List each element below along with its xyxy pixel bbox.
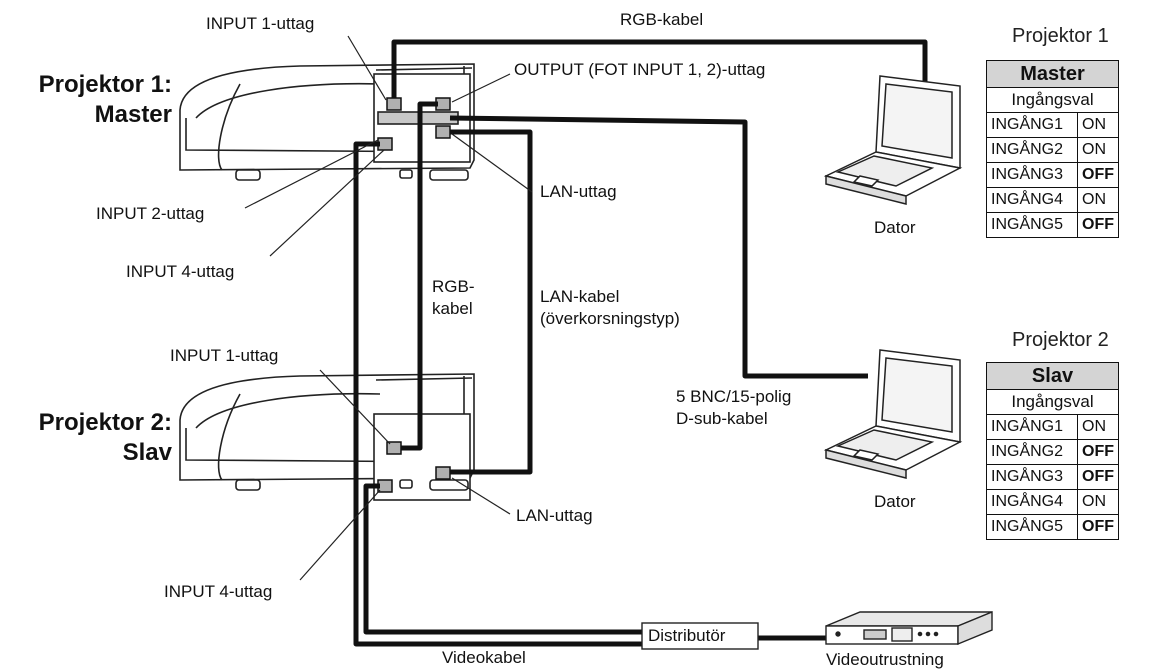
table-cell-state: OFF: [1077, 514, 1119, 540]
table-cell-input: INGÅNG3: [986, 464, 1078, 490]
table-cell-input: INGÅNG4: [986, 489, 1078, 515]
label-input2-top: INPUT 2-uttag: [96, 204, 205, 223]
proj2-lan-port: [435, 466, 451, 480]
proj1-lan-port: [435, 125, 451, 139]
video-equipment-illustration: [825, 610, 993, 646]
table-cell-state: OFF: [1077, 162, 1119, 188]
table-2-title: Projektor 2: [1012, 329, 1109, 351]
table-cell-state: ON: [1077, 187, 1119, 213]
label-input1-bottom: INPUT 1-uttag: [170, 346, 279, 365]
label-video-equipment: Videoutrustning: [826, 650, 944, 669]
table-1-header: Master: [986, 60, 1119, 88]
table-cell-state: ON: [1077, 489, 1119, 515]
projector-2-label: Projektor 2: Slav: [38, 409, 172, 466]
label-lan-port-bottom: LAN-uttag: [516, 506, 593, 525]
table-cell-state: OFF: [1077, 439, 1119, 465]
table-cell-input: INGÅNG2: [986, 439, 1078, 465]
laptop-2-illustration: [823, 349, 963, 479]
video-cable-proj1: [353, 141, 642, 647]
label-distributor: Distributör: [648, 626, 726, 645]
leader-lines: [244, 35, 533, 581]
table-cell-input: INGÅNG1: [986, 414, 1078, 440]
projector-1-illustration: [179, 63, 475, 181]
label-input4-bottom: INPUT 4-uttag: [164, 582, 273, 601]
distributor-box: [641, 622, 759, 650]
table-2-header: Slav: [986, 362, 1119, 390]
label-input4-top: INPUT 4-uttag: [126, 262, 235, 281]
table-cell-input: INGÅNG5: [986, 212, 1078, 238]
rgb-cable-middle: [401, 101, 438, 451]
table-1-subheader: Ingångsval: [986, 87, 1119, 113]
table-cell-state: ON: [1077, 112, 1119, 138]
label-lan-cable: LAN-kabel (överkorsningstyp): [540, 287, 680, 328]
table-cell-input: INGÅNG1: [986, 112, 1078, 138]
label-input1-top: INPUT 1-uttag: [206, 14, 315, 33]
lan-cable: [450, 129, 533, 475]
rgb-cable-top: [391, 39, 928, 98]
video-cable-proj2: [363, 483, 642, 635]
label-output-port: OUTPUT (FOT INPUT 1, 2)-uttag: [514, 60, 766, 79]
table-2-subheader: Ingångsval: [986, 389, 1119, 415]
table-cell-state: ON: [1077, 414, 1119, 440]
label-lan-port-top: LAN-uttag: [540, 182, 617, 201]
table-cell-input: INGÅNG3: [986, 162, 1078, 188]
proj1-output-port: [435, 97, 451, 111]
table-cell-state: OFF: [1077, 464, 1119, 490]
table-cell-input: INGÅNG2: [986, 137, 1078, 163]
proj1-input1-port: [386, 97, 402, 111]
label-video-cable: Videokabel: [442, 648, 526, 667]
label-bnc-dsub-cable: 5 BNC/15-polig D-sub-kabel: [676, 387, 792, 428]
table-cell-input: INGÅNG5: [986, 514, 1078, 540]
proj1-input2-port: [377, 137, 393, 151]
table-1-title: Projektor 1: [1012, 25, 1109, 47]
label-rgb-cable-middle: RGB- kabel: [432, 277, 475, 318]
label-computer-1: Dator: [874, 218, 916, 237]
table-cell-input: INGÅNG4: [986, 187, 1078, 213]
label-rgb-cable-top: RGB-kabel: [620, 10, 704, 29]
projector-2-illustration: [179, 373, 475, 501]
bnc-dsub-cable: [449, 115, 868, 379]
laptop-1-illustration: [823, 75, 963, 205]
table-cell-state: OFF: [1077, 212, 1119, 238]
projector-1-label: Projektor 1: Master: [38, 71, 172, 128]
table-cell-state: ON: [1077, 137, 1119, 163]
label-computer-2: Dator: [874, 492, 916, 511]
